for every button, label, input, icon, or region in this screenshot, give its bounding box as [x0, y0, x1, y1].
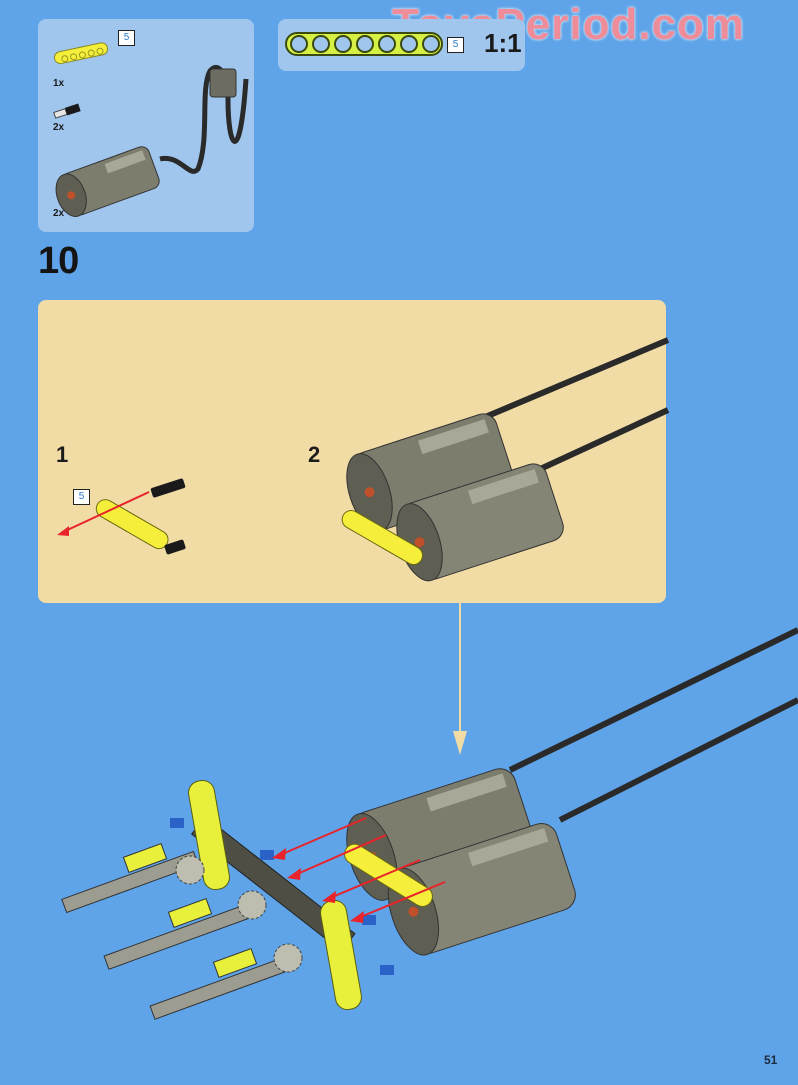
- length-badge: 5: [447, 37, 464, 53]
- substep-1-illustration: [57, 478, 186, 555]
- step-number: 10: [38, 240, 79, 282]
- main-assembly-illustration: [61, 627, 798, 1020]
- substep-number: 1: [56, 442, 69, 467]
- substep-panel: 1 5 2: [38, 300, 670, 603]
- parts-list-panel: 5 1x 2x 2x: [38, 19, 254, 232]
- axle-pin-icon: [53, 103, 81, 119]
- length-badge: 5: [118, 30, 135, 46]
- yellow-liftarm-icon: [53, 42, 109, 65]
- lime-liftarm-icon: [285, 32, 443, 56]
- quantity-label: 2x: [53, 122, 65, 133]
- quantity-label: 1x: [53, 78, 65, 89]
- subassembly-parts-panel: [278, 19, 525, 71]
- length-badge: 5: [73, 489, 90, 505]
- scale-reference: 1:1: [484, 28, 522, 58]
- substep-2-illustration: [341, 337, 670, 582]
- substep-number: 2: [308, 442, 321, 467]
- motor-icon: [55, 65, 249, 217]
- callout-arrow: [453, 603, 467, 755]
- quantity-label: 2x: [53, 208, 65, 219]
- page-number: 51: [764, 1053, 778, 1067]
